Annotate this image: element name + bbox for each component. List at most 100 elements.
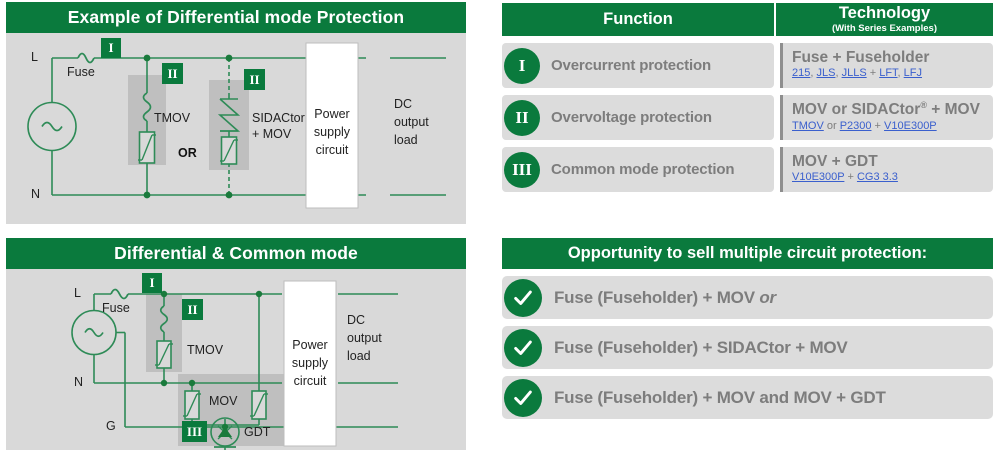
load-line3-top: load [394,133,418,148]
differential-mode-diagram-panel: Example of Differential mode Protection [6,2,466,224]
badge-II-bottom: II [182,299,203,320]
series-link[interactable]: TMOV [792,120,824,133]
differential-common-mode-diagram-panel: Differential & Common mode [6,238,466,450]
psu-line1-top: Power [314,107,350,121]
series-separator: + [871,120,885,133]
label-power-supply-top: Power supply circuit [309,105,355,159]
function-cell: III Common mode protection [502,147,774,192]
technology-main-label: MOV or SIDACtor® + MOV [792,100,980,119]
opportunity-panel: Opportunity to sell multiple circuit pro… [502,238,993,419]
label-line-bottom: L [74,286,81,300]
psu-line2-bottom: supply [291,356,329,371]
badge-III-bottom: III [182,421,207,442]
badge-I-top: I [101,38,121,58]
psu-line3-top: circuit [315,143,349,158]
badge-II-sidactor-top-label: II [249,71,260,87]
label-fuse-top: Fuse [67,65,95,79]
load-line2-bottom: output [347,331,382,346]
psu-line2-top: supply [313,125,351,140]
registered-trademark-symbol: ® [920,100,927,111]
label-or-top: OR [178,146,197,160]
diagram-top-title: Example of Differential mode Protection [6,2,466,33]
series-link[interactable]: JLS [816,67,836,80]
series-examples: TMOV or P2300 + V10E300P [792,120,993,134]
label-sidactor-line1: SIDACtor [252,111,305,125]
series-link[interactable]: JLLS [841,67,867,80]
badge-II-tmov-top-label: II [167,65,178,81]
opportunity-label: Fuse (Fuseholder) + MOV and MOV + GDT [554,387,886,407]
column-header-technology: Technology (With Series Examples) [776,3,993,36]
label-tmov-top: TMOV [154,111,191,125]
roman-numeral-badge: II [504,99,540,136]
column-header-function: Function [502,3,776,36]
column-header-technology-sub: (With Series Examples) [832,22,937,34]
roman-numeral-badge: III [504,151,540,188]
label-dc-load-top: DC output load [394,95,429,149]
badge-I-top-label: I [108,40,114,55]
label-line-top: L [31,50,38,64]
load-line2-top: output [394,115,429,130]
check-icon [504,278,542,317]
series-link[interactable]: 215 [792,67,811,80]
check-icon [504,378,542,417]
opportunity-title: Opportunity to sell multiple circuit pro… [502,238,993,269]
label-power-supply-bottom: Power supply circuit [287,336,333,390]
label-tmov-bottom: TMOV [187,343,224,357]
diagram-top-schematic [6,33,466,224]
series-separator: + [844,171,857,184]
roman-numeral-badge: I [504,47,540,84]
technology-main-label: Fuse + Fuseholder [792,48,930,66]
diagram-bottom-title: Differential & Common mode [6,238,466,269]
diagram-bottom-body: I II III L N G Fuse TMOV MOV GDT Power s… [6,269,466,450]
table-header-row: Function Technology (With Series Example… [502,3,993,36]
label-ground-bottom: G [106,419,116,433]
series-examples: 215, JLS, JLLS + LFT, LFJ [792,67,993,81]
label-sidactor-line2: + MOV [252,126,292,141]
load-line3-bottom: load [347,349,371,364]
series-separator: , [835,67,842,80]
check-icon [504,328,542,367]
series-separator: , [810,67,817,80]
table-row: I Overcurrent protection Fuse + Fuseholder… [502,43,993,88]
opportunity-item: Fuse (Fuseholder) + SIDACtor + MOV [502,326,993,369]
series-link[interactable]: CG3 3.3 [856,171,898,184]
badge-I-bottom-label: I [149,275,155,290]
function-label: Overcurrent protection [551,57,712,74]
opportunity-label-emphasis: or [759,287,776,307]
series-separator: or [823,120,840,133]
badge-I-bottom: I [142,273,162,293]
series-link[interactable]: LFT [879,67,898,80]
series-link[interactable]: LFJ [903,67,923,80]
opportunity-item: Fuse (Fuseholder) + MOV or [502,276,993,319]
series-separator: + [866,67,880,80]
psu-line3-bottom: circuit [293,374,327,389]
label-mov-bottom: MOV [209,394,238,408]
table-body: I Overcurrent protection Fuse + Fuseholder… [502,43,993,192]
diagram-top-body: I II II L N Fuse TMOV OR SIDACtor + MOV … [6,33,466,224]
technology-main-label: MOV + GDT [792,152,878,170]
column-header-technology-main: Technology [838,4,931,23]
function-technology-table: Function Technology (With Series Example… [502,3,993,192]
load-line1-bottom: DC [347,313,366,327]
opportunity-list: Fuse (Fuseholder) + MOV or Fuse (Fusehold… [502,276,993,419]
function-cell: I Overcurrent protection [502,43,774,88]
series-link[interactable]: P2300 [839,120,872,133]
load-line1-top: DC [394,97,413,111]
opportunity-item: Fuse (Fuseholder) + MOV and MOV + GDT [502,376,993,419]
badge-II-tmov-top: II [162,63,183,84]
series-link[interactable]: V10E300P [884,120,937,133]
label-neutral-bottom: N [74,375,84,389]
label-dc-load-bottom: DC output load [347,311,382,365]
psu-line1-bottom: Power [292,338,328,352]
badge-III-bottom-label: III [186,423,203,439]
badge-II-sidactor-top: II [244,69,265,90]
function-label: Common mode protection [551,161,735,178]
series-link[interactable]: V10E300P [792,171,845,184]
diagram-bottom-schematic [6,269,466,450]
